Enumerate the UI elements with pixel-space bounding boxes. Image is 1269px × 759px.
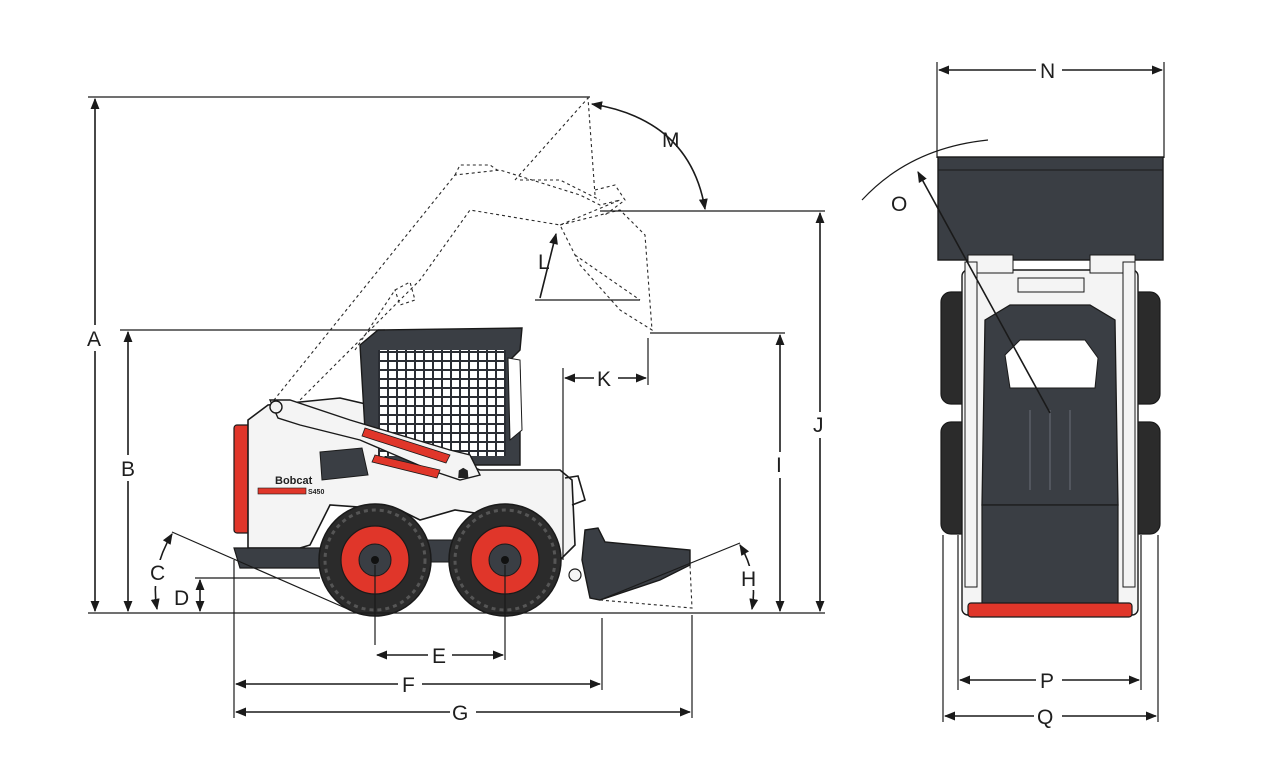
bucket-pivot-pin <box>568 568 582 582</box>
label-P: P <box>1040 670 1054 693</box>
label-N: N <box>1040 60 1055 83</box>
coupler-plate <box>1017 277 1085 293</box>
cab-side-window <box>507 357 523 442</box>
rear-wheel <box>318 503 432 617</box>
label-F: F <box>402 674 415 697</box>
label-B: B <box>121 458 135 481</box>
brand-decal: Bobcat <box>275 475 313 487</box>
skid-steer-top-view <box>937 156 1164 618</box>
roof-window <box>1004 339 1099 389</box>
brand-stripe <box>257 487 307 495</box>
label-I: I <box>776 454 782 477</box>
label-M: M <box>662 129 680 152</box>
engine-deck <box>981 504 1119 606</box>
label-G: G <box>452 702 468 725</box>
label-K: K <box>597 368 611 391</box>
model-decal: S450 <box>308 489 324 496</box>
front-wheel <box>448 503 562 617</box>
dimension-labels: A B C D E F G H I J K L M N O P Q <box>84 58 1062 729</box>
label-E: E <box>432 645 446 668</box>
label-C: C <box>150 562 165 585</box>
label-A: A <box>87 328 101 351</box>
label-Q: Q <box>1037 706 1053 729</box>
engine-window <box>319 447 369 481</box>
skid-steer-side-view: Bobcat S450 ☗ <box>233 327 693 617</box>
label-D: D <box>174 587 189 610</box>
bucket <box>581 527 691 601</box>
label-H: H <box>741 568 756 591</box>
right-arm-rail <box>1122 261 1136 588</box>
label-O: O <box>891 193 907 216</box>
bobcat-logo-icon: ☗ <box>457 466 470 482</box>
arm-red-stripe-lower <box>371 454 441 479</box>
arm-pivot-pin <box>269 400 283 414</box>
arm-red-stripe <box>361 427 451 464</box>
rear-bumper <box>967 602 1133 618</box>
left-arm-rail <box>964 261 978 588</box>
grab-handle <box>564 475 586 506</box>
label-J: J <box>813 414 824 437</box>
label-L: L <box>538 251 550 274</box>
raised-bucket-outline <box>514 96 653 332</box>
top-bucket <box>937 156 1164 261</box>
